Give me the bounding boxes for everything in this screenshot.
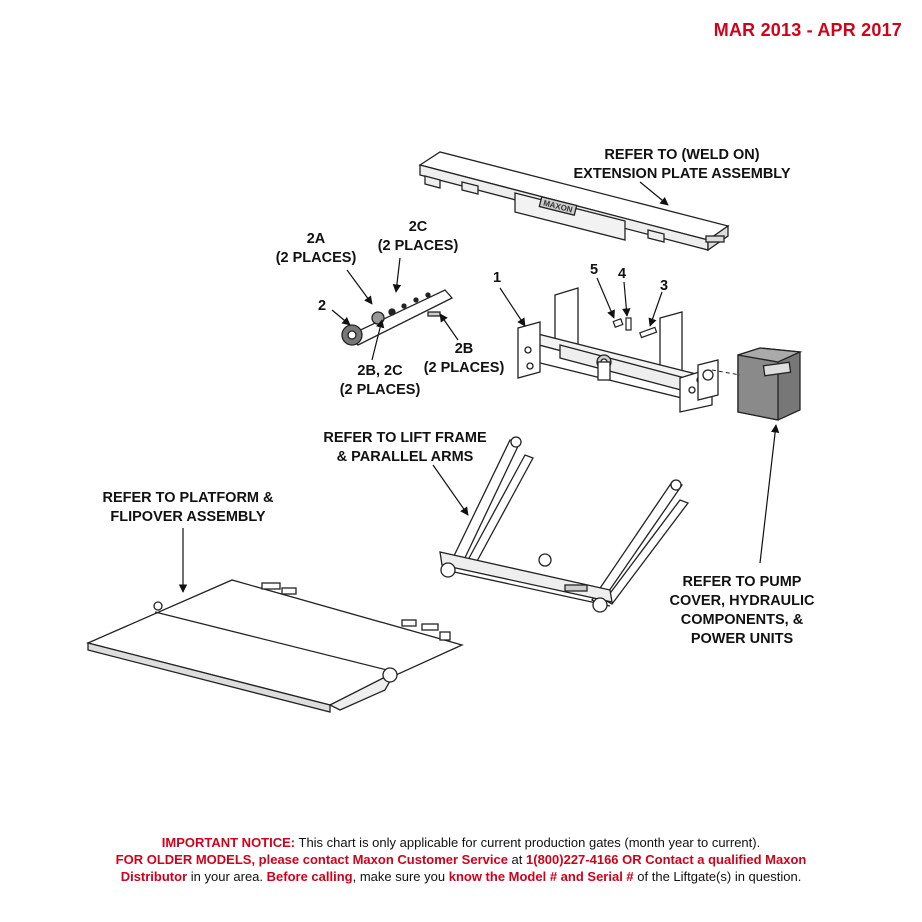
callout-pump: REFER TO PUMP COVER, HYDRAULIC COMPONENT… xyxy=(669,574,815,647)
leader-lines xyxy=(178,181,780,593)
main-frame-drawing xyxy=(517,287,719,413)
callout-1: 1 xyxy=(493,270,502,286)
important-label: IMPORTANT NOTICE: xyxy=(161,835,296,850)
callout-extension-plate: REFER TO (WELD ON) EXTENSION PLATE ASSEM… xyxy=(573,147,791,182)
callout-2a: 2A (2 PLACES) xyxy=(275,231,357,266)
platform-drawing xyxy=(86,579,464,713)
lift-frame-drawing xyxy=(439,436,690,613)
callout-2c: 2C (2 PLACES) xyxy=(377,219,459,254)
callout-5: 5 xyxy=(590,262,599,278)
callout-3: 3 xyxy=(660,278,669,294)
notice-line-2: FOR OLDER MODELS, please contact Maxon C… xyxy=(115,852,807,867)
callout-lift-frame: REFER TO LIFT FRAME & PARALLEL ARMS xyxy=(323,430,487,465)
phone-number: 1(800)227-4166 OR Contact a qualified Ma… xyxy=(526,852,807,867)
pump-box-drawing xyxy=(737,347,803,421)
callout-2b: 2B (2 PLACES) xyxy=(423,341,505,376)
callout-4: 4 xyxy=(618,266,627,282)
important-notice: IMPORTANT NOTICE: This chart is only app… xyxy=(60,834,862,885)
pins-drawing xyxy=(612,317,658,339)
extension-plate-drawing xyxy=(418,151,730,252)
arm-assembly-drawing xyxy=(341,289,454,346)
callout-platform: REFER TO PLATFORM & FLIPOVER ASSEMBLY xyxy=(102,490,274,525)
date-range-label: MAR 2013 - APR 2017 xyxy=(713,20,902,40)
notice-line-3: Distributor in your area. Before calling… xyxy=(120,869,802,884)
notice-line-1: IMPORTANT NOTICE: This chart is only app… xyxy=(161,835,761,850)
callout-2: 2 xyxy=(318,298,327,314)
maxon-plate xyxy=(538,196,578,216)
callout-2b-2c: 2B, 2C (2 PLACES) xyxy=(339,363,421,398)
older-models-text: FOR OLDER MODELS, please contact Maxon C… xyxy=(115,852,508,867)
